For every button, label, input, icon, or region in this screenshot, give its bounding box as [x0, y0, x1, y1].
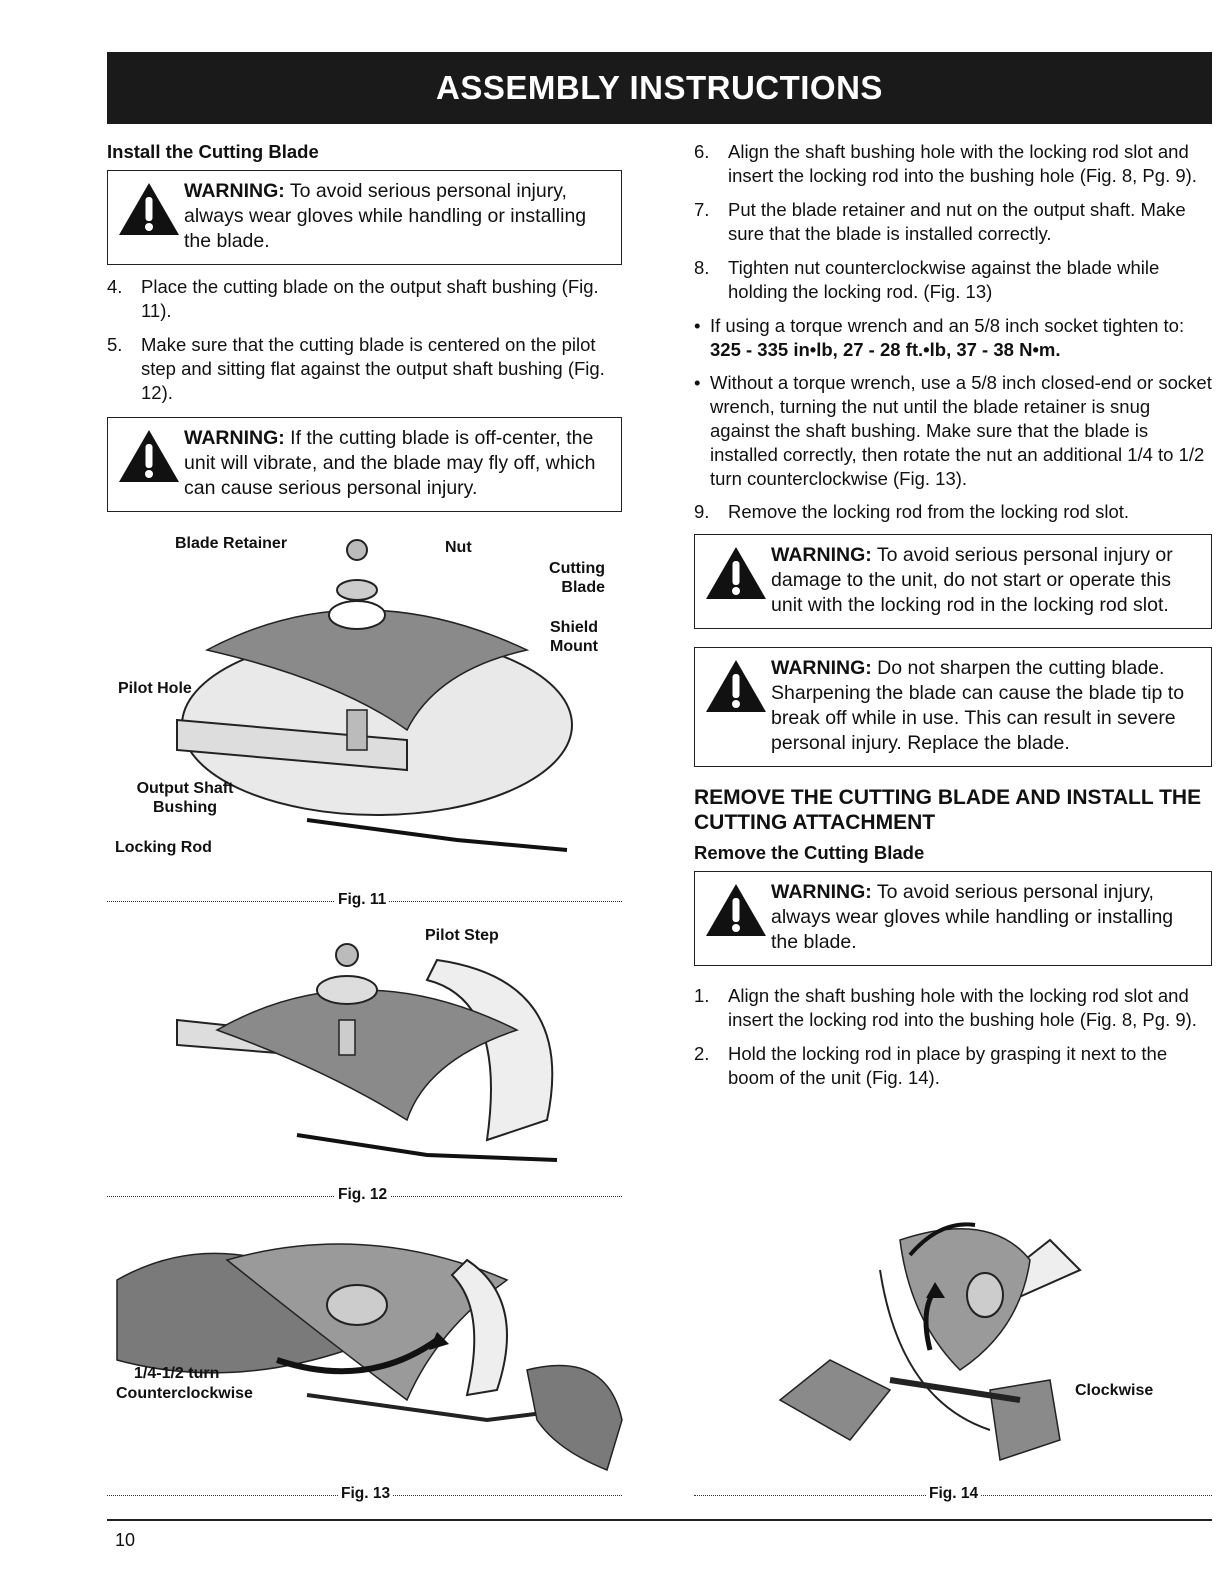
- warning-triangle-icon: [706, 660, 766, 712]
- step-item: 1.Align the shaft bushing hole with the …: [694, 985, 1197, 1030]
- warning-text: WARNING: To avoid serious personal injur…: [771, 544, 1173, 616]
- footer-rule: [107, 1519, 1212, 1521]
- warning-box-locking-rod: WARNING: To avoid serious personal injur…: [694, 534, 1212, 629]
- steps-list-left: 4.Place the cutting blade on the output …: [107, 275, 622, 405]
- warning-box-sharpen: WARNING: Do not sharpen the cutting blad…: [694, 647, 1212, 767]
- warning-text: WARNING: To avoid serious personal injur…: [184, 180, 587, 252]
- steps-list-remove: 1.Align the shaft bushing hole with the …: [694, 984, 1212, 1090]
- section-heading-remove-blade: REMOVE THE CUTTING BLADE AND INSTALL THE…: [694, 786, 1202, 834]
- step-item: 8.Tighten nut counterclockwise against t…: [694, 257, 1160, 302]
- steps-list-right: 6.Align the shaft bushing hole with the …: [694, 140, 1212, 304]
- torque-bullets: •If using a torque wrench and an 5/8 inc…: [694, 314, 1212, 491]
- left-column: Install the Cutting Blade WARNING: To av…: [107, 140, 622, 522]
- right-column: 6.Align the shaft bushing hole with the …: [694, 140, 1212, 1100]
- label-pilot-step: Pilot Step: [425, 927, 499, 944]
- fig13-illustration: [116, 1243, 623, 1472]
- warning-box-gloves: WARNING: To avoid serious personal injur…: [107, 170, 622, 265]
- label-blade-retainer: Blade Retainer: [175, 535, 288, 552]
- step-item: 4.Place the cutting blade on the output …: [107, 276, 599, 321]
- torque-values: 325 - 335 in•lb, 27 - 28 ft.•lb, 37 - 38…: [710, 339, 1061, 360]
- subhead-remove-blade: Remove the Cutting Blade: [694, 842, 925, 863]
- fig12-illustration: [176, 943, 558, 1162]
- fig11-caption: Fig. 11: [335, 891, 390, 909]
- label-nut: Nut: [445, 539, 472, 556]
- steps-list-step9: 9.Remove the locking rod from the lockin…: [694, 500, 1212, 524]
- warning-triangle-icon: [706, 884, 766, 936]
- label-cutting-blade: Cutting Blade: [549, 560, 605, 596]
- label-pilot-hole: Pilot Hole: [118, 680, 192, 697]
- label-clockwise: Clockwise: [1075, 1382, 1154, 1399]
- label-output-shaft-bushing: Output Shaft Bushing: [136, 780, 234, 816]
- warning-triangle-icon: [119, 183, 179, 235]
- label-turn-direction: Counterclockwise: [116, 1385, 253, 1402]
- banner-title: ASSEMBLY INSTRUCTIONS: [436, 69, 883, 106]
- step-item: 2.Hold the locking rod in place by grasp…: [694, 1043, 1168, 1088]
- warning-text: WARNING: If the cutting blade is off-cen…: [184, 427, 596, 499]
- section-banner: ASSEMBLY INSTRUCTIONS: [107, 52, 1212, 124]
- warning-box-off-center: WARNING: If the cutting blade is off-cen…: [107, 417, 622, 512]
- warning-text: WARNING: Do not sharpen the cutting blad…: [771, 657, 1185, 754]
- bullet-item: •Without a torque wrench, use a 5/8 inch…: [694, 372, 1212, 489]
- fig14-caption: Fig. 14: [926, 1485, 982, 1503]
- step-item: 6.Align the shaft bushing hole with the …: [694, 141, 1197, 186]
- label-locking-rod: Locking Rod: [115, 839, 212, 856]
- warning-box-gloves-2: WARNING: To avoid serious personal injur…: [694, 871, 1212, 966]
- label-shield-mount: Shield Mount: [550, 619, 599, 655]
- warning-triangle-icon: [119, 430, 179, 482]
- step-item: 5.Make sure that the cutting blade is ce…: [107, 334, 605, 403]
- fig11-illustration: [176, 539, 573, 852]
- fig14-illustration: [778, 1222, 1082, 1461]
- warning-text: WARNING: To avoid serious personal injur…: [771, 881, 1174, 953]
- fig12-caption: Fig. 12: [335, 1186, 391, 1204]
- step-item: 9.Remove the locking rod from the lockin…: [694, 501, 1130, 522]
- subhead-install-blade: Install the Cutting Blade: [107, 141, 319, 162]
- bullet-item: •If using a torque wrench and an 5/8 inc…: [694, 315, 1185, 360]
- fig13-caption: Fig. 13: [338, 1485, 394, 1503]
- page-number: 10: [115, 1530, 136, 1550]
- warning-triangle-icon: [706, 547, 766, 599]
- label-turn-amount: 1/4-1/2 turn: [134, 1365, 220, 1382]
- step-item: 7.Put the blade retainer and nut on the …: [694, 199, 1186, 244]
